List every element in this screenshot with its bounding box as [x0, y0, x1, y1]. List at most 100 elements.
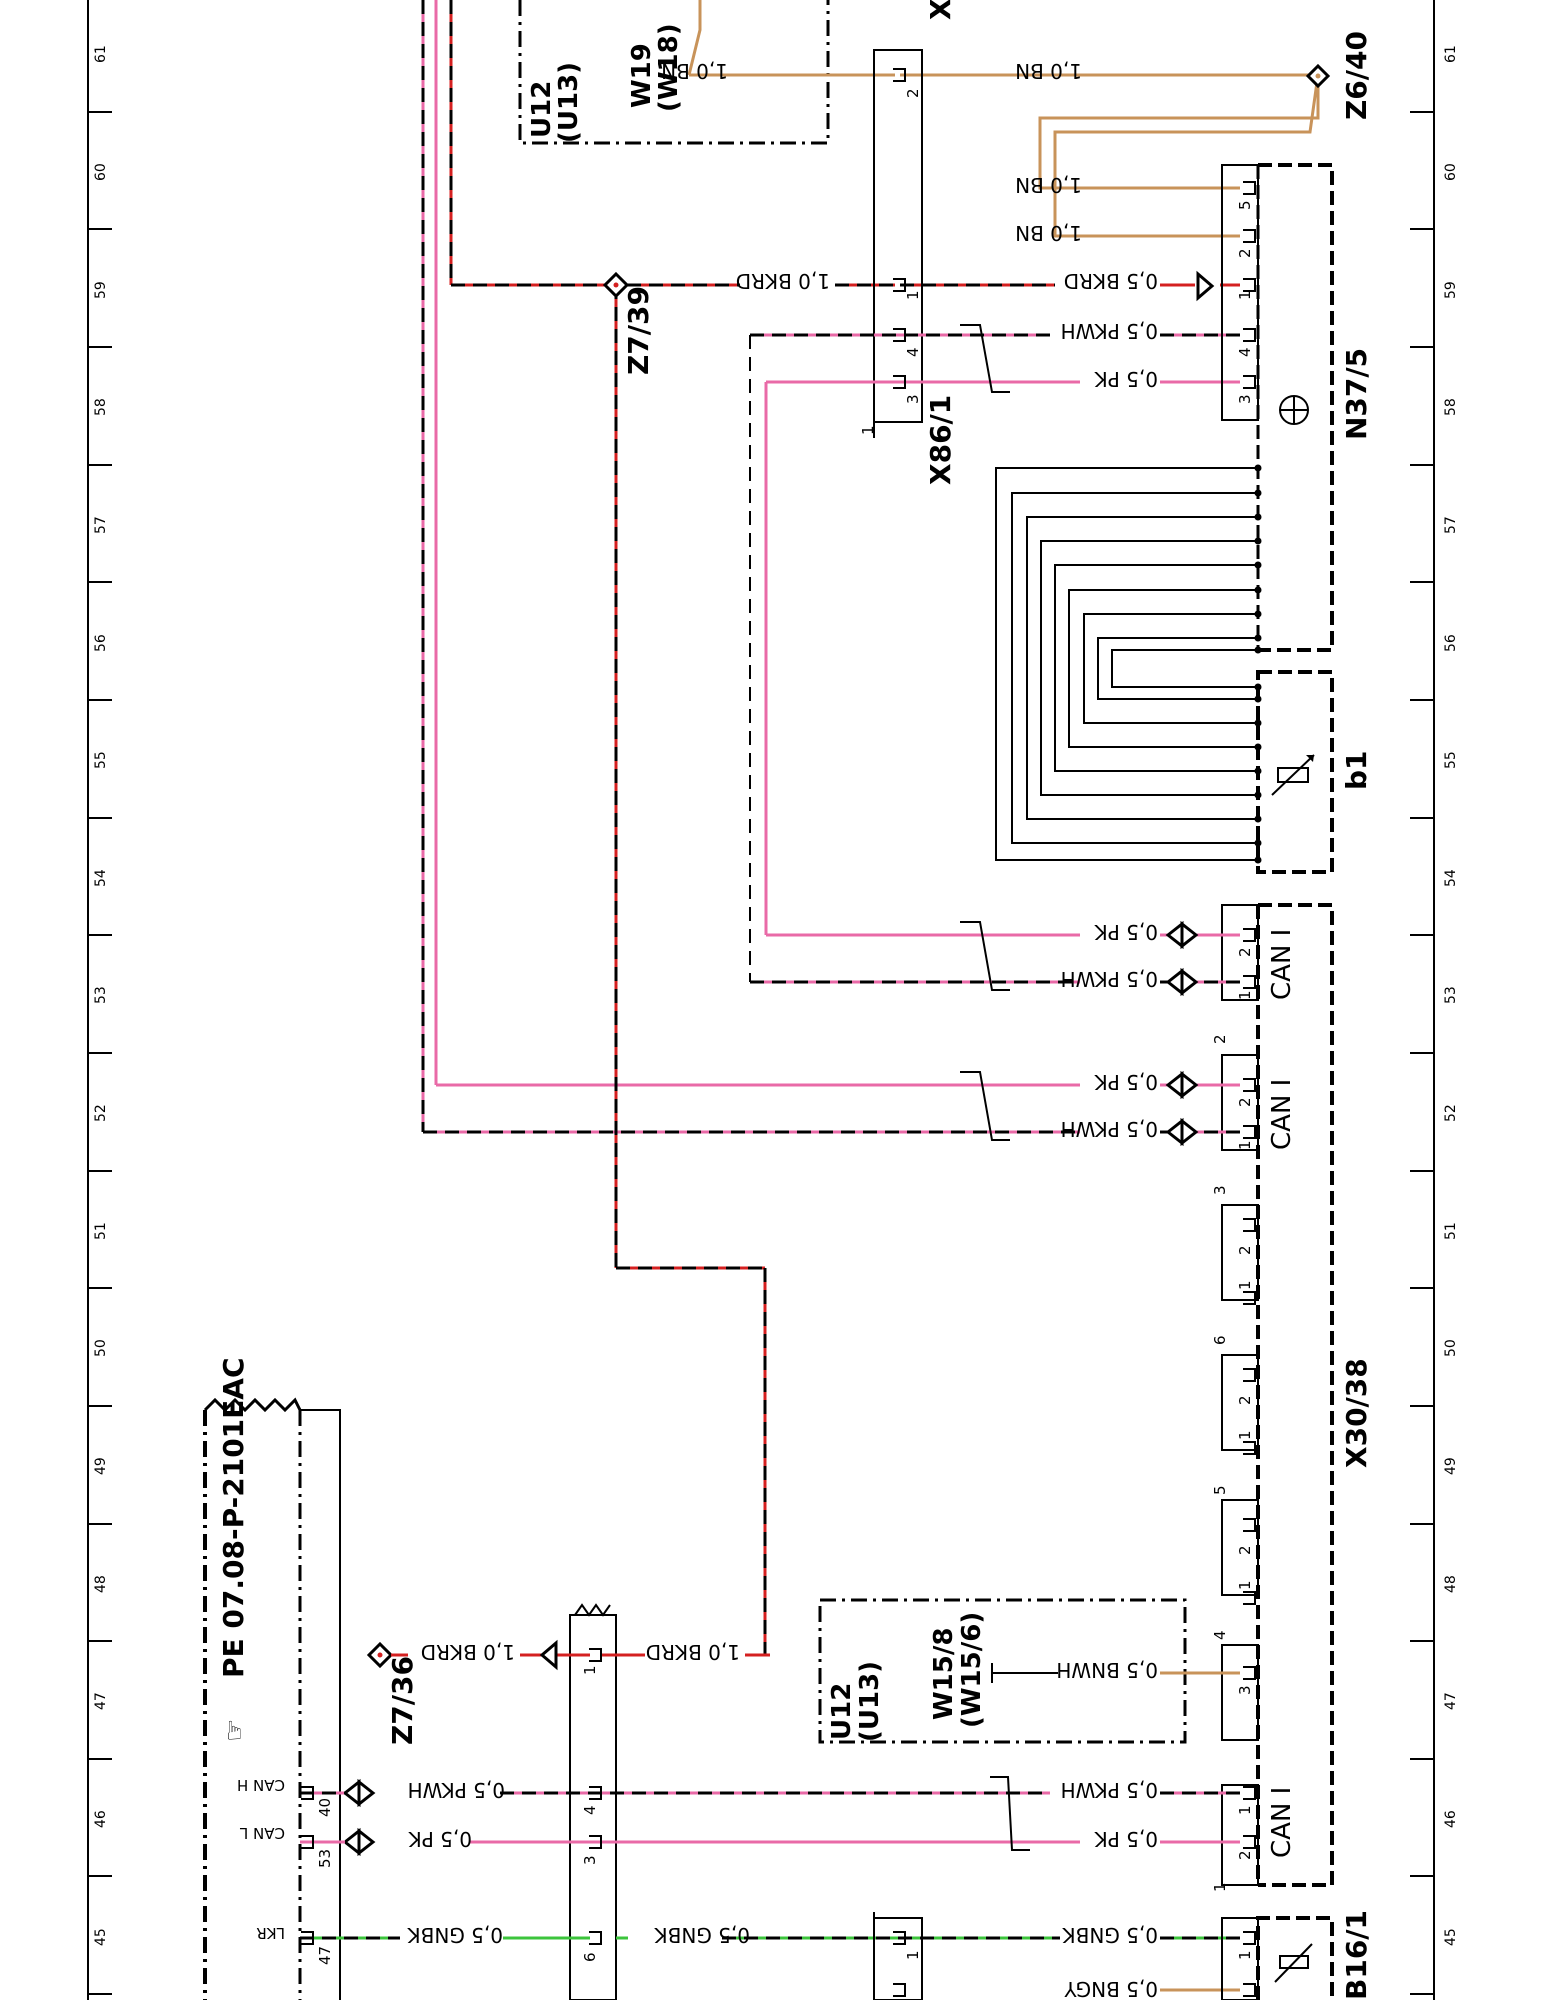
- pin-socket: [1243, 975, 1256, 989]
- grid-column-label: 59: [93, 281, 109, 299]
- arrow-left-icon: [1165, 920, 1184, 950]
- wire-label-b161-gnbk: 0,5 GNBK: [1062, 1923, 1158, 1947]
- grid-column-label: 54: [1443, 869, 1459, 887]
- u13-mid-label: (U13): [855, 1661, 885, 1742]
- grid-column-label: 60: [93, 163, 109, 181]
- x30-38-connector: X30/38 CAN I CAN I CAN I: [1221, 903, 1373, 1887]
- wire-label-n375-p2-bn: 1,0 BN: [1015, 221, 1082, 245]
- z6-40-label: Z6/40: [1340, 31, 1373, 120]
- arrow-right-icon: [1180, 1070, 1199, 1100]
- grid-column-label: 55: [93, 751, 109, 769]
- pin-socket: [589, 1931, 602, 1945]
- wire-label-conn1-bkrd: 1,0 BKRD: [646, 1640, 740, 1664]
- grid-column-label: 50: [1443, 1339, 1459, 1357]
- arrow-right-icon: [1180, 967, 1199, 997]
- wire-label-can2-pk: 0,5 PK: [1094, 920, 1158, 944]
- can-h-pin-label: CAN H: [237, 1776, 285, 1794]
- pin-number: 3: [1236, 394, 1254, 404]
- pin-number: 2: [1236, 1850, 1254, 1860]
- grid-column-label: 55: [1443, 751, 1459, 769]
- can-termination-arrows: [342, 920, 1199, 1857]
- pin-socket: [1243, 229, 1256, 243]
- wire-label-can3-pk: 0,5 PK: [1094, 1070, 1158, 1094]
- grid-column-label: 51: [1443, 1222, 1459, 1240]
- grid-column-label: 48: [93, 1575, 109, 1593]
- can-lower-wires: [300, 1776, 1240, 1851]
- w15-6-label: (W15/6): [957, 1612, 987, 1728]
- pin-number: 2: [1236, 1545, 1254, 1555]
- grid-column-label: 50: [93, 1339, 109, 1357]
- gnbk-wires: [300, 1936, 1240, 1992]
- pin-number: 1: [1236, 1140, 1254, 1150]
- transistor-icon: [1279, 395, 1309, 425]
- wire-label-pe-pkwh: 0,5 PKWH: [408, 1778, 505, 1802]
- temperature-sensor-icon: [1271, 754, 1315, 796]
- pin-socket: [893, 1983, 906, 1997]
- pin-socket: [1243, 1125, 1256, 1139]
- z7-39-diamond: [602, 271, 630, 299]
- grid-column-label: 56: [1443, 634, 1459, 652]
- grid-column-label: 48: [1443, 1575, 1459, 1593]
- arrow-left-icon: [342, 1778, 361, 1808]
- wire-label-can1-pk: 0,5 PK: [1094, 1827, 1158, 1851]
- b1-label: b1: [1340, 750, 1373, 790]
- pin-number: 1: [1236, 1280, 1254, 1290]
- pin-socket: [1243, 1931, 1256, 1945]
- junction-dot: [1254, 513, 1262, 521]
- pin-socket: [1243, 1291, 1256, 1305]
- pin-number: 1: [904, 1950, 922, 1960]
- grid-column-label: 46: [93, 1810, 109, 1828]
- wire-label-n375-p3-pk: 0,5 PK: [1094, 367, 1158, 391]
- page-frame: [87, 0, 1435, 2000]
- pin-group-number: 2: [1211, 1034, 1229, 1044]
- pin-socket: [1243, 278, 1256, 292]
- wire-label-can2-pkwh: 0,5 PKWH: [1061, 967, 1158, 991]
- pin-number: 1: [1236, 990, 1254, 1000]
- arrow-left-icon: [1165, 1117, 1184, 1147]
- wire-label-n375-p5-bn: 1,0 BN: [1015, 173, 1082, 197]
- grid-column-label: 58: [93, 398, 109, 416]
- pin-socket: [1243, 928, 1256, 942]
- bkrd-wires-top: [451, 283, 1240, 1657]
- z6-40-diamond: [1305, 63, 1331, 89]
- pin-number: 1: [581, 1665, 599, 1675]
- pin-number: 1: [859, 425, 877, 435]
- can-label-mid: CAN I: [1267, 1079, 1297, 1150]
- b1-sensor: b1: [1256, 670, 1373, 874]
- x-top-label: X: [924, 0, 957, 20]
- pin-number: 1: [1236, 1430, 1254, 1440]
- junction-dot: [1254, 646, 1262, 654]
- x86-1-connector: X86/1: [873, 49, 957, 485]
- heater-traces: [995, 467, 1258, 861]
- wire-label-w19-bn: 1,0 BN: [661, 59, 728, 83]
- pin-number: 1: [1236, 1950, 1254, 1960]
- b16-1-side-connector: [873, 1912, 923, 2000]
- arrow-right-icon: [1180, 920, 1199, 950]
- b16-1-label: B16/1: [1340, 1910, 1373, 2000]
- pin-socket: [589, 1835, 602, 1849]
- grid-column-label: 45: [1443, 1928, 1459, 1946]
- grid-column-label: 54: [93, 869, 109, 887]
- pin-number: 40: [316, 1798, 334, 1817]
- arrow-right-icon: [357, 1778, 376, 1808]
- pin-number: 3: [581, 1855, 599, 1865]
- pin-socket: [893, 278, 906, 292]
- pin-number: 1: [1236, 290, 1254, 300]
- grid-column-label: 57: [93, 516, 109, 534]
- grid-column-label: 61: [93, 45, 109, 63]
- pin-number: 53: [316, 1849, 334, 1868]
- x30-38-label: X30/38: [1340, 1358, 1373, 1468]
- grid-column-label: 49: [93, 1457, 109, 1475]
- pe-module: PE 07.08-P-2101EAC ☞ CAN H CAN L LKR: [203, 1357, 341, 2000]
- grid-column-label: 51: [93, 1222, 109, 1240]
- pin-socket: [893, 328, 906, 342]
- wire-label-n375-p4-pkwh: 0,5 PKWH: [1061, 319, 1158, 343]
- grid-column-label: 59: [1443, 281, 1459, 299]
- pin-group-number: 1: [1211, 1882, 1229, 1892]
- wire-label-can1-pkwh: 0,5 PKWH: [1061, 1778, 1158, 1802]
- pin-number: 4: [1236, 347, 1254, 357]
- pointer-hand-icon: ☞: [220, 1719, 250, 1742]
